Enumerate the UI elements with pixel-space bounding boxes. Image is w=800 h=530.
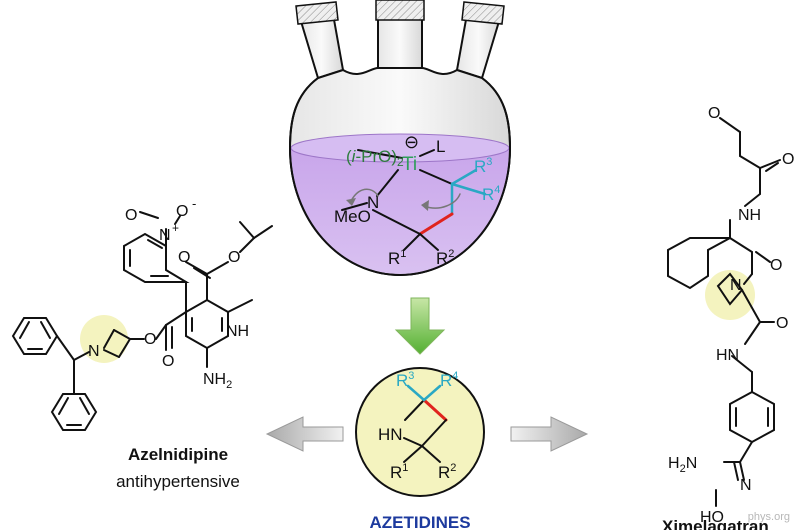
azetidine-labels: R3 R4 HN R1 R2: [378, 370, 458, 482]
azetidine-circle: [355, 367, 485, 497]
NH-top-label: NH: [738, 207, 761, 224]
R1-product: R1: [390, 462, 408, 482]
ligand-label: (i-PrO)2: [346, 147, 404, 169]
HO-label: HO: [700, 509, 724, 526]
ester-O-label: O: [708, 105, 720, 122]
arrow-to-ximelagatran: [510, 416, 589, 452]
ximelagatran-structure: [667, 117, 781, 507]
azetidine-N-label: N: [88, 343, 100, 360]
carbonyl-O-mid-label: O: [770, 257, 782, 274]
azetidine-bonds: [403, 384, 448, 463]
azetidines-label: AZETIDINES: [369, 513, 470, 530]
amide-O-label: O: [776, 315, 788, 332]
nitro-N: N: [159, 227, 171, 244]
titanium-intermediate-labels: (i-PrO)2 Ti ⊖ L N MeO R3 R4 R1 R2: [334, 132, 500, 268]
reaction-solution: [291, 136, 509, 274]
ester-O-carbonyl-top: O: [178, 249, 190, 266]
azelnidipine-activity: antihypertensive: [116, 472, 240, 491]
azelnidipine-name: Azelnidipine: [128, 445, 228, 464]
nitro-O-left: O: [125, 207, 137, 224]
H2N-label: H2N: [668, 455, 697, 475]
stopper-right: [461, 1, 505, 25]
ester-O-alkoxy-bottom: O: [144, 331, 156, 348]
R2-product: R2: [438, 462, 456, 482]
ester-O-carbonyl-bottom: O: [162, 353, 174, 370]
anionic-charge: ⊖: [404, 132, 419, 152]
HN-label: HN: [716, 347, 739, 364]
nitro-minus: -: [192, 196, 196, 211]
R4-product: R4: [440, 370, 458, 390]
stopper-center: [375, 0, 425, 21]
titanacycle-bonds: [341, 149, 487, 251]
arrow-to-azelnidipine: [265, 416, 344, 452]
HN-product: HN: [378, 425, 403, 444]
methoxy-label: MeO: [334, 207, 371, 226]
NH2-label: NH2: [203, 371, 232, 391]
watermark-text: phys.org: [748, 511, 790, 523]
stopper-left: [295, 1, 339, 25]
azetidine-N-label-right: N: [730, 277, 742, 294]
R1-flask: R1: [388, 248, 406, 268]
R3-product: R3: [396, 370, 414, 390]
reaction-arrow: [394, 297, 446, 355]
ester-O-alkoxy-top: O: [228, 249, 240, 266]
azelnidipine-labels: O O - N + O O O O N NH NH2: [88, 196, 249, 391]
round-bottom-flask: [288, 0, 512, 277]
nitro-plus: +: [172, 221, 179, 235]
ximelagatran-name: Ximelagatran: [662, 517, 769, 530]
imine-N-label: N: [367, 193, 379, 212]
nitro-O-top: O: [176, 203, 188, 220]
R3-flask: R3: [474, 156, 492, 176]
titanium-label: Ti: [402, 154, 417, 175]
ligand-L-label: L: [436, 137, 445, 156]
ximelagatran-labels: O O NH O N O HN H2N N HO: [668, 105, 794, 526]
oxime-N-label: N: [740, 477, 752, 494]
R2-flask: R2: [436, 248, 454, 268]
R4-flask: R4: [482, 184, 500, 204]
carbonyl-O-label: O: [782, 151, 794, 168]
NH-label: NH: [226, 323, 249, 340]
azelnidipine-structure: [11, 211, 273, 431]
